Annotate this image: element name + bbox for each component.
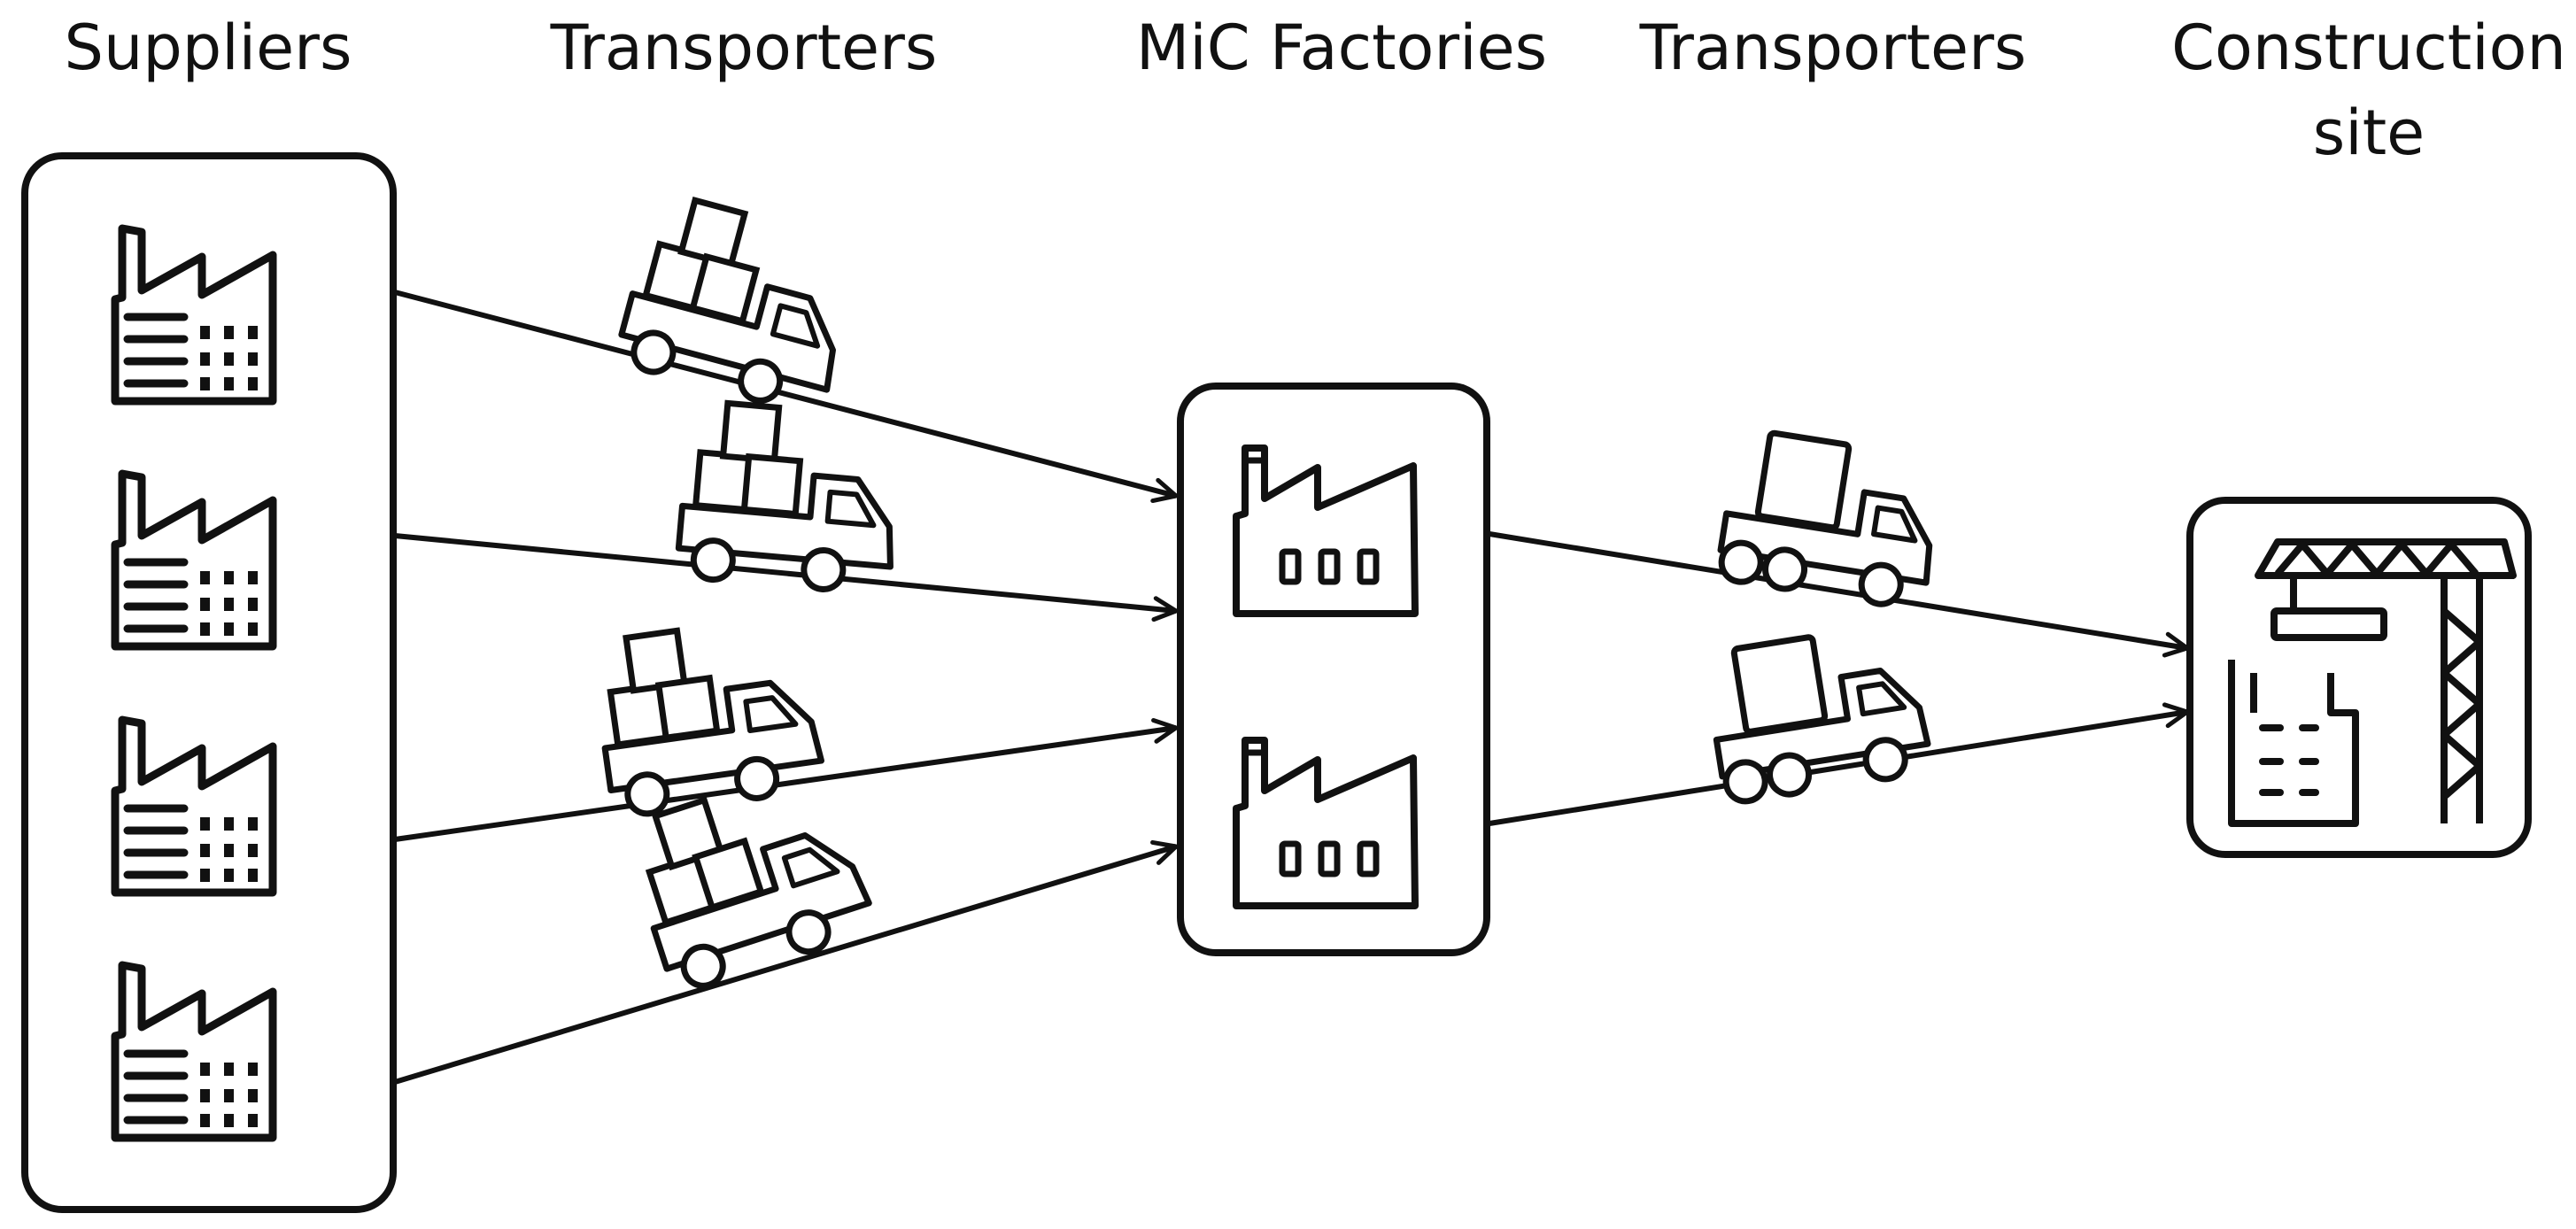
supplier-factory-1-icon (115, 228, 273, 401)
crane-building-icon (2228, 538, 2517, 827)
transporters-label-2: Transporters (1639, 12, 2027, 84)
flow-arrow-supplier-3 (394, 728, 1176, 842)
flow-arrow-supplier-2 (394, 533, 1176, 611)
construction-site-label: Construction site (2143, 5, 2576, 175)
truck-with-boxes-1-icon (615, 191, 866, 417)
mic-factory-1-icon (1236, 448, 1415, 614)
suppliers-label: Suppliers (64, 12, 352, 84)
mic-factories-label: MiC Factories (1135, 12, 1548, 84)
transporters-label-1: Transporters (550, 12, 938, 84)
construction-site-label-line1: Construction (2171, 12, 2566, 84)
construction-site-box (2186, 497, 2532, 858)
supplier-factory-3-icon (115, 720, 273, 893)
flow-arrow-mic-1 (1489, 531, 2187, 648)
flow-arrow-supplier-4 (394, 846, 1176, 1085)
supplier-factory-2-icon (115, 474, 273, 646)
truck-with-module-2-icon (1703, 622, 1932, 805)
flow-arrow-mic-2 (1489, 712, 2187, 826)
truck-with-boxes-3-icon (590, 614, 824, 818)
mic-factory-2-icon (1236, 740, 1415, 906)
truck-with-boxes-2-icon (677, 400, 904, 595)
truck-with-module-1-icon (1716, 428, 1946, 611)
mic-factories-box (1177, 383, 1490, 956)
supplier-factory-4-icon (115, 965, 273, 1138)
flow-arrow-supplier-1 (394, 290, 1176, 496)
construction-site-label-line2: site (2312, 97, 2425, 169)
suppliers-box (21, 152, 397, 1213)
